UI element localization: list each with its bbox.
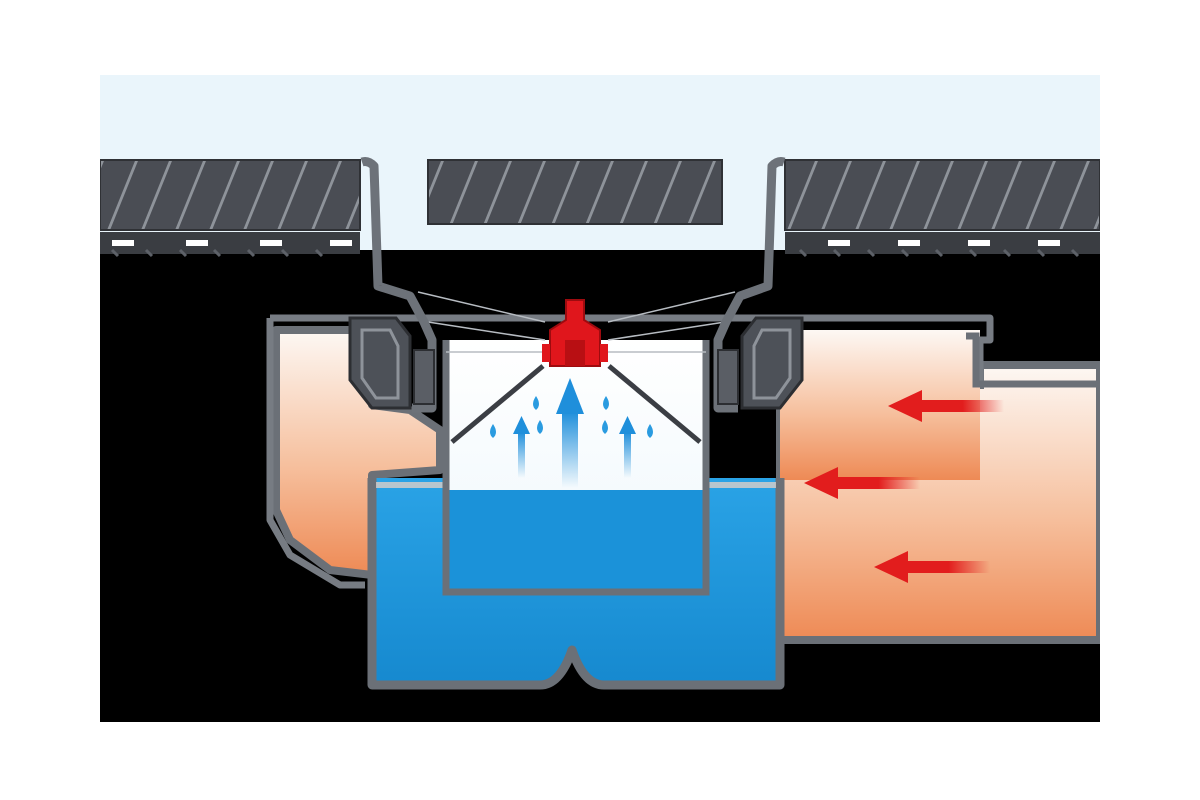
throat-wall-right	[713, 157, 786, 413]
inner-water	[446, 490, 706, 592]
floor-grating-center	[427, 159, 723, 225]
droplet	[647, 424, 653, 438]
spray-arrow	[513, 416, 530, 434]
inflow-arrow	[874, 551, 990, 583]
throat-wall-left	[360, 157, 437, 413]
spray-cone	[450, 364, 702, 444]
spray-arrow	[518, 432, 525, 478]
droplet	[490, 424, 496, 438]
droplet	[537, 420, 543, 434]
droplet	[533, 396, 539, 410]
spray-arrow	[624, 432, 631, 478]
water-sprays	[490, 378, 653, 488]
drain-housing	[266, 314, 994, 589]
pipe-top-step	[966, 332, 1100, 388]
spray-nozzle	[542, 299, 608, 367]
droplet	[602, 420, 608, 434]
droplet	[603, 396, 609, 410]
floor-grating-right	[784, 159, 1100, 258]
spray-arrow	[619, 416, 636, 434]
clamp-ring-left	[348, 316, 435, 410]
guide-lines	[417, 291, 736, 353]
spray-arrow	[562, 412, 578, 488]
spray-arrow	[556, 378, 584, 414]
warm-air-inflow-arrows	[804, 390, 1004, 583]
inflow-arrow	[804, 467, 920, 499]
clamp-ring-right	[717, 316, 804, 410]
floor-grating-left	[100, 159, 361, 258]
inner-bell-walls	[442, 340, 710, 596]
inflow-arrow	[888, 390, 1004, 422]
